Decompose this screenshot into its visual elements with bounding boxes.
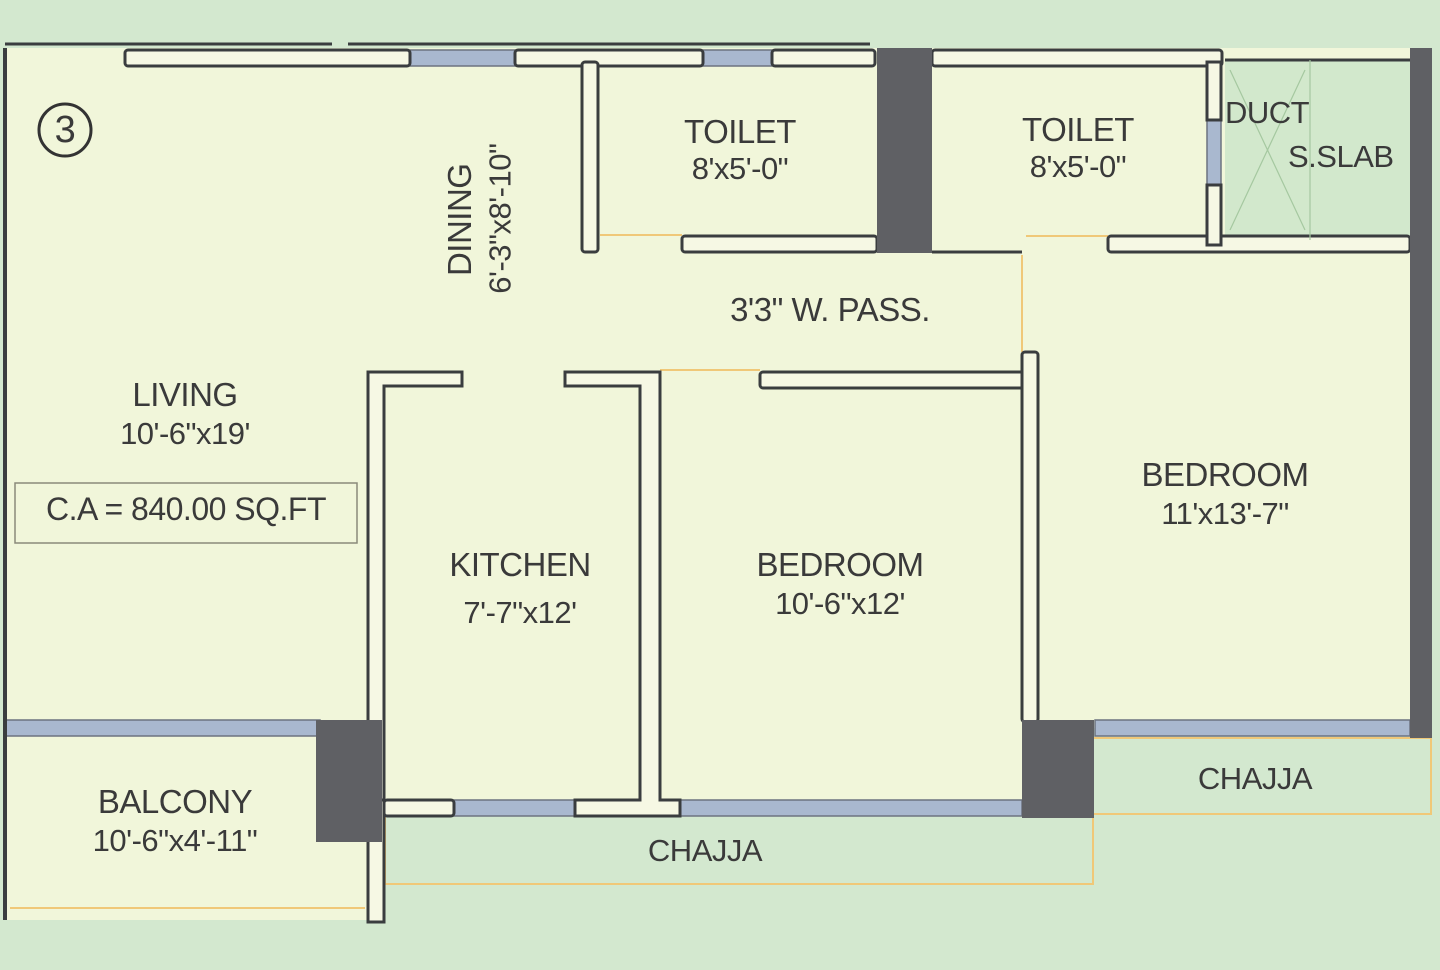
room-dims-kitchen: 7'-7"x12' bbox=[463, 595, 577, 630]
room-name-toilet-1: TOILET bbox=[684, 113, 796, 150]
room-dims-balcony: 10'-6"x4'-11" bbox=[92, 823, 258, 858]
room-dims-toilet-1: 8'x5'-0" bbox=[691, 151, 789, 186]
room-name-balcony: BALCONY bbox=[97, 783, 253, 820]
carpet-area-label: C.A = 840.00 SQ.FT bbox=[45, 491, 327, 527]
chajja-label-1: CHAJJA bbox=[647, 833, 763, 868]
room-fills bbox=[5, 48, 1415, 920]
duct-label: DUCT bbox=[1225, 95, 1310, 130]
door-lines bbox=[600, 234, 1108, 371]
room-name-kitchen: KITCHEN bbox=[449, 546, 591, 583]
room-name-bedroom-2: BEDROOM bbox=[1141, 456, 1309, 493]
room-dims-bedroom-1: 10'-6"x12' bbox=[775, 586, 905, 621]
columns bbox=[316, 48, 1432, 842]
unit-number-circle bbox=[37, 102, 93, 158]
room-dims-living: 10'-6"x19' bbox=[120, 416, 250, 451]
unit-number: 3 bbox=[54, 109, 76, 151]
room-name-toilet-2: TOILET bbox=[1022, 111, 1134, 148]
room-name-bedroom-1: BEDROOM bbox=[756, 546, 924, 583]
room-name-living: LIVING bbox=[132, 376, 238, 413]
sslab-label: S.SLAB bbox=[1288, 139, 1394, 174]
room-dims-dining: 6'-3"x8'-10" bbox=[482, 143, 518, 294]
walls bbox=[3, 42, 1412, 924]
passage-label: 3'3" W. PASS. bbox=[730, 291, 930, 328]
chajja-label-2: CHAJJA bbox=[1197, 761, 1313, 796]
duct-cross bbox=[1229, 60, 1311, 240]
windows bbox=[4, 49, 1411, 817]
carpet-area-box bbox=[14, 482, 358, 544]
room-name-dining: DINING bbox=[441, 163, 479, 277]
room-dims-bedroom-2: 11'x13'-7" bbox=[1161, 496, 1289, 531]
room-dims-toilet-2: 8'x5'-0" bbox=[1029, 149, 1127, 184]
duct-area bbox=[1225, 60, 1410, 240]
